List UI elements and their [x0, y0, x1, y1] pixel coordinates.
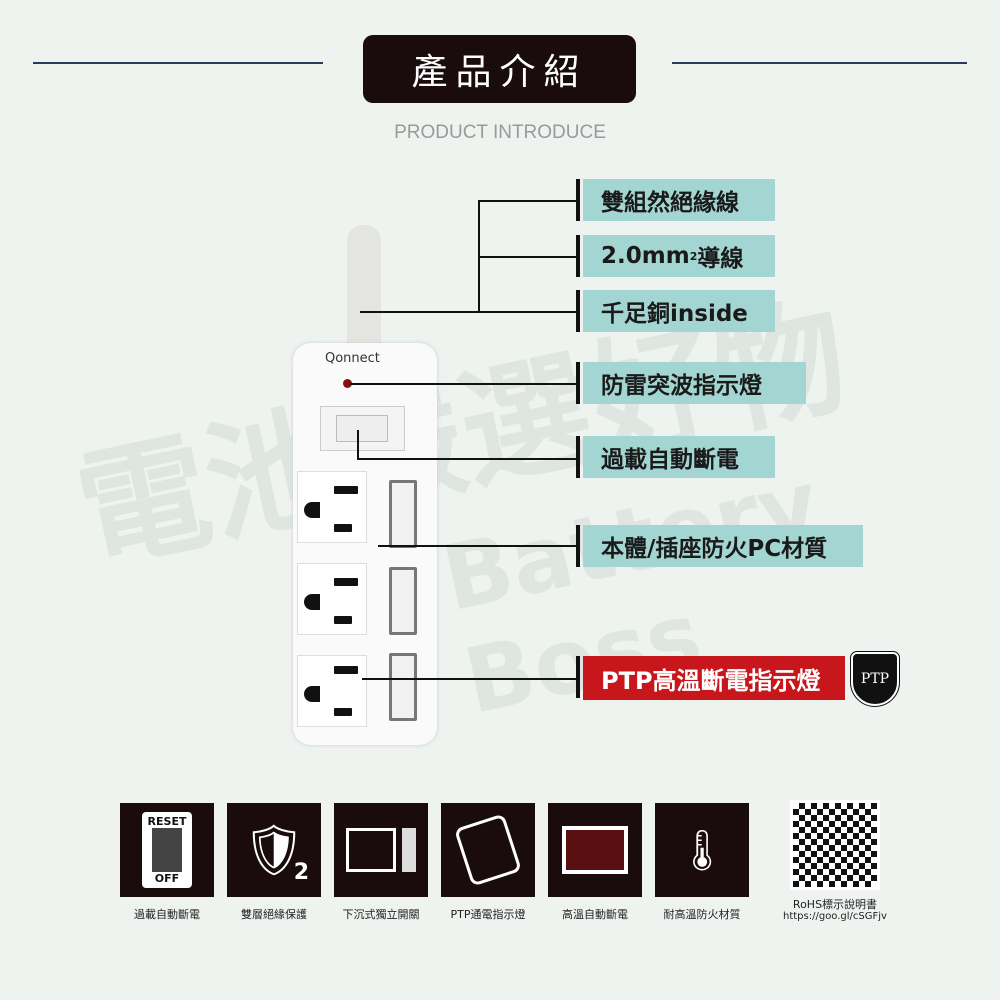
outlet-switch-1: [389, 480, 417, 548]
power-strip: Qonnect: [293, 343, 437, 745]
outlet-switch-3: [389, 653, 417, 721]
qr-url[interactable]: https://goo.gl/cSGFjv: [783, 911, 887, 922]
feature-label: 過載自動斷電: [576, 436, 775, 478]
shield-check-icon: 🛡2: [227, 803, 321, 897]
header-rule-right: [672, 62, 967, 64]
reset-switch: [320, 406, 405, 451]
ptp-indicator-icon: [441, 803, 535, 897]
thermal-cutoff-icon: [548, 803, 642, 897]
leader-line: [362, 678, 578, 680]
icon-caption: 雙層絕緣保護: [241, 908, 307, 921]
qr-code-icon[interactable]: [790, 800, 880, 890]
ptp-badge-icon: PTP: [850, 651, 900, 707]
feature-label-highlight: PTP高溫斷電指示燈: [576, 656, 845, 700]
thermometer-icon: 🌡: [655, 803, 749, 897]
feature-label: 本體/插座防火PC材質: [576, 525, 863, 567]
outlet-1: [297, 471, 367, 543]
surge-indicator-light: [343, 379, 352, 388]
feature-label: 防雷突波指示燈: [576, 362, 806, 404]
leader-line: [360, 311, 578, 313]
leader-line: [357, 430, 359, 458]
icon-caption: 過載自動斷電: [134, 908, 200, 921]
icon-caption: 下沉式獨立開關: [342, 908, 420, 921]
page-subtitle: PRODUCT INTRODUCE: [394, 122, 606, 143]
power-cord: [347, 225, 381, 350]
leader-line: [478, 200, 578, 202]
outlet-switch-2: [389, 567, 417, 635]
icon-caption: 耐高溫防火材質: [663, 908, 741, 921]
feature-label: 千足銅inside: [576, 290, 775, 332]
recessed-switch-icon: [334, 803, 428, 897]
feature-label: 雙組然絕緣線: [576, 179, 775, 221]
page-title: 產品介紹: [363, 35, 636, 103]
outlet-3: [297, 655, 367, 727]
leader-line: [357, 458, 578, 460]
leader-line: [378, 545, 578, 547]
leader-line: [478, 256, 578, 258]
leader-line: [350, 383, 578, 385]
icon-caption: PTP通電指示燈: [450, 908, 526, 921]
qr-caption: RoHS標示說明書: [792, 898, 878, 911]
brand-logo: Qonnect: [325, 351, 380, 366]
outlet-2: [297, 563, 367, 635]
icon-caption: 高溫自動斷電: [562, 908, 628, 921]
header-rule-left: [33, 62, 323, 64]
